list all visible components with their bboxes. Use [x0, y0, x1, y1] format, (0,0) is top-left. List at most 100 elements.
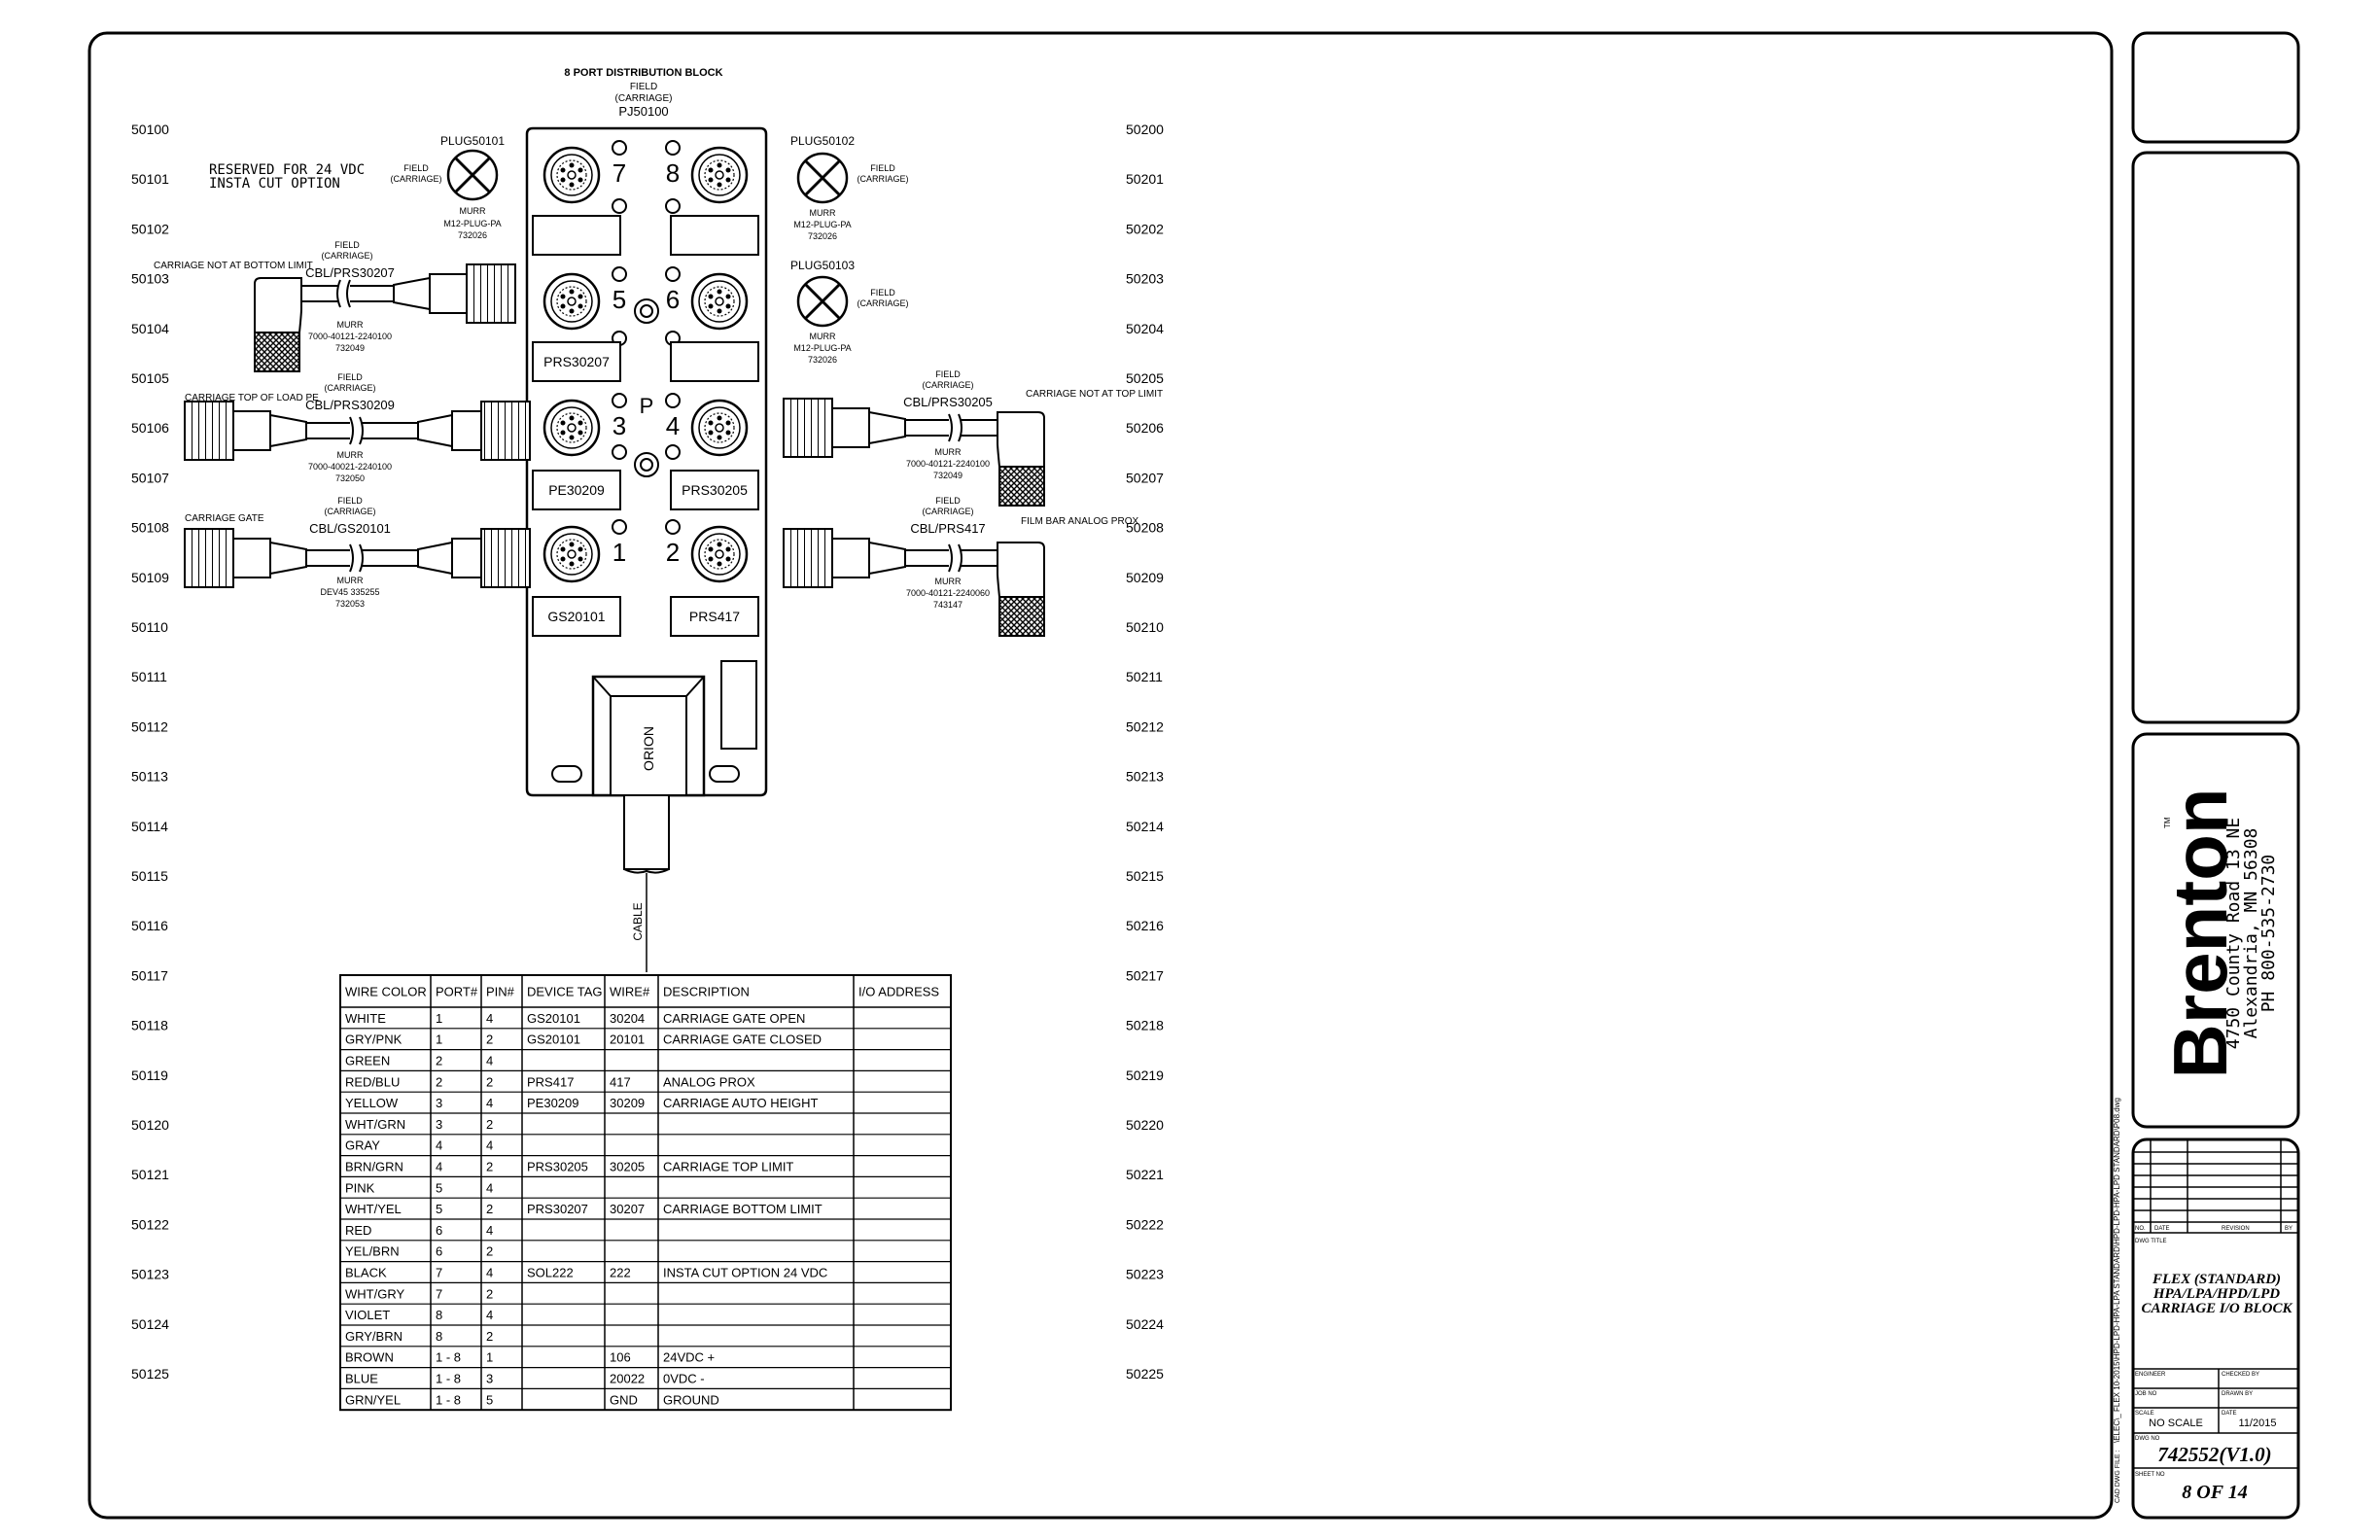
title-frame-logo — [2131, 732, 2300, 1129]
plug-icon — [796, 152, 849, 204]
cable-field: FIELD — [334, 240, 360, 250]
rung-number: 50219 — [1126, 1068, 1164, 1083]
cable-carriage: (CARRIAGE) — [922, 507, 973, 516]
port-7 — [542, 146, 601, 204]
table-cell: 4 — [436, 1160, 442, 1174]
table-cell: 1 - 8 — [436, 1392, 461, 1407]
company-name: Brenton — [2157, 788, 2243, 1079]
rung-number: 50113 — [131, 769, 168, 785]
cable-part: 732053 — [335, 599, 365, 609]
table-cell: WHT/GRY — [345, 1286, 404, 1301]
dwg-no-label: DWG NO — [2135, 1436, 2160, 1442]
cable-tag: CBL/PRS417 — [910, 521, 985, 536]
rung-number: 50212 — [1126, 718, 1164, 734]
dwg-title-line-2: HPA/LPA/HPD/LPD — [2152, 1286, 2280, 1302]
port-number-7: 7 — [612, 158, 626, 188]
rung-number: 50120 — [131, 1117, 169, 1133]
table-cell: GRAY — [345, 1138, 380, 1153]
cable-carriage: (CARRIAGE) — [324, 507, 375, 516]
rung-numbers-left: 5010050101501025010350104501055010650107… — [131, 122, 169, 1382]
table-cell: CARRIAGE AUTO HEIGHT — [663, 1096, 818, 1110]
cable-gs20101: CARRIAGE GATE FIELD (CARRIAGE) CBL/GS201… — [184, 496, 531, 609]
table-cell: BLUE — [345, 1372, 378, 1386]
rung-number: 50224 — [1126, 1316, 1164, 1332]
table-cell: 2 — [486, 1117, 493, 1132]
rung-number: 50102 — [131, 221, 169, 236]
plug-part: 732026 — [458, 230, 487, 240]
rung-number: 50106 — [131, 420, 169, 436]
cable-model: 7000-40021-2240100 — [308, 462, 392, 472]
plug-part: 732026 — [808, 355, 837, 365]
rung-number: 50207 — [1126, 470, 1164, 485]
table-cell: 4 — [436, 1138, 442, 1153]
table-cell: 30205 — [610, 1160, 645, 1174]
revision-grid — [2133, 1139, 2298, 1469]
table-cell: GREEN — [345, 1054, 390, 1068]
elbow-connector — [254, 263, 516, 372]
cable-prs30209: CARRIAGE TOP OF LOAD PE FIELD (CARRIAGE)… — [184, 372, 531, 483]
cable-model: 7000-40121-2240100 — [308, 332, 392, 341]
rung-number: 50100 — [131, 122, 169, 137]
table-header-cell: WIRE# — [610, 985, 650, 999]
sheet-number: 8 OF 14 — [2182, 1482, 2247, 1503]
block-tag: PJ50100 — [618, 104, 668, 119]
rung-number: 50107 — [131, 470, 169, 485]
plug-50101: PLUG50101 FIELD (CARRIAGE) MURR M12-PLUG… — [390, 134, 505, 240]
label-box-port-6 — [670, 341, 759, 382]
rung-number: 50112 — [131, 718, 168, 734]
table-cell: CARRIAGE BOTTOM LIMIT — [663, 1202, 822, 1216]
plug-carriage: (CARRIAGE) — [857, 298, 908, 308]
table-cell: BROWN — [345, 1350, 394, 1365]
table-cell: RED — [345, 1223, 371, 1238]
address-line-3: PH 800-535-2730 — [2258, 855, 2279, 1013]
cable-device: FILM BAR ANALOG PROX — [1021, 516, 1138, 527]
rung-number: 50209 — [1126, 570, 1164, 585]
table-cell: YELLOW — [345, 1096, 399, 1110]
date-value: 11/2015 — [2239, 1418, 2277, 1429]
label-box-port-5 — [532, 341, 621, 382]
plug-tag: PLUG50102 — [790, 134, 855, 148]
plug-field: FIELD — [870, 288, 895, 298]
rung-number: 50223 — [1126, 1267, 1164, 1282]
scale-value: NO SCALE — [2149, 1418, 2203, 1429]
table-cell: WHITE — [345, 1011, 386, 1026]
rung-number: 50214 — [1126, 819, 1164, 834]
table-cell: 417 — [610, 1074, 631, 1089]
table-cell: 5 — [436, 1202, 442, 1216]
plug-carriage: (CARRIAGE) — [390, 174, 441, 184]
engineer-label: ENGINEER — [2135, 1372, 2166, 1378]
table-cell: 4 — [486, 1138, 493, 1153]
sheet-no-label: SHEET NO — [2135, 1472, 2165, 1478]
table-cell: SOL222 — [527, 1266, 574, 1280]
table-cell: PE30209 — [527, 1096, 579, 1110]
rung-number: 50116 — [131, 918, 168, 933]
table-cell: VIOLET — [345, 1308, 390, 1322]
cable-field: FIELD — [337, 372, 363, 382]
table-cell: 30204 — [610, 1011, 645, 1026]
table-cell: 1 — [436, 1032, 442, 1047]
table-cell: RED/BLU — [345, 1074, 400, 1089]
rung-number: 50220 — [1126, 1117, 1164, 1133]
rung-number: 50117 — [131, 967, 168, 983]
table-cell: 2 — [486, 1032, 493, 1047]
table-cell: 4 — [486, 1096, 493, 1110]
cable-model: DEV45 335255 — [320, 587, 379, 597]
table-cell: 2 — [486, 1074, 493, 1089]
cable-prs417: FILM BAR ANALOG PROX FIELD (CARRIAGE) CB… — [783, 496, 1138, 637]
title-frame-info — [2131, 1138, 2300, 1520]
label-box-port-7 — [532, 215, 621, 256]
table-cell: 30209 — [610, 1096, 645, 1110]
cable-part: 743147 — [933, 600, 962, 610]
table-cell: 7 — [436, 1286, 442, 1301]
title-frame-middle — [2131, 151, 2300, 724]
rung-number: 50206 — [1126, 420, 1164, 436]
job-label: JOB NO — [2135, 1391, 2157, 1397]
cable-maker: MURR — [337, 320, 364, 330]
cable-field: FIELD — [935, 369, 961, 379]
plug-tag: PLUG50103 — [790, 259, 855, 272]
table-cell: 2 — [436, 1054, 442, 1068]
port-4 — [690, 399, 749, 457]
rung-number: 50121 — [131, 1167, 169, 1182]
cable-prs30205: CARRIAGE NOT AT TOP LIMIT FIELD (CARRIAG… — [783, 369, 1163, 507]
